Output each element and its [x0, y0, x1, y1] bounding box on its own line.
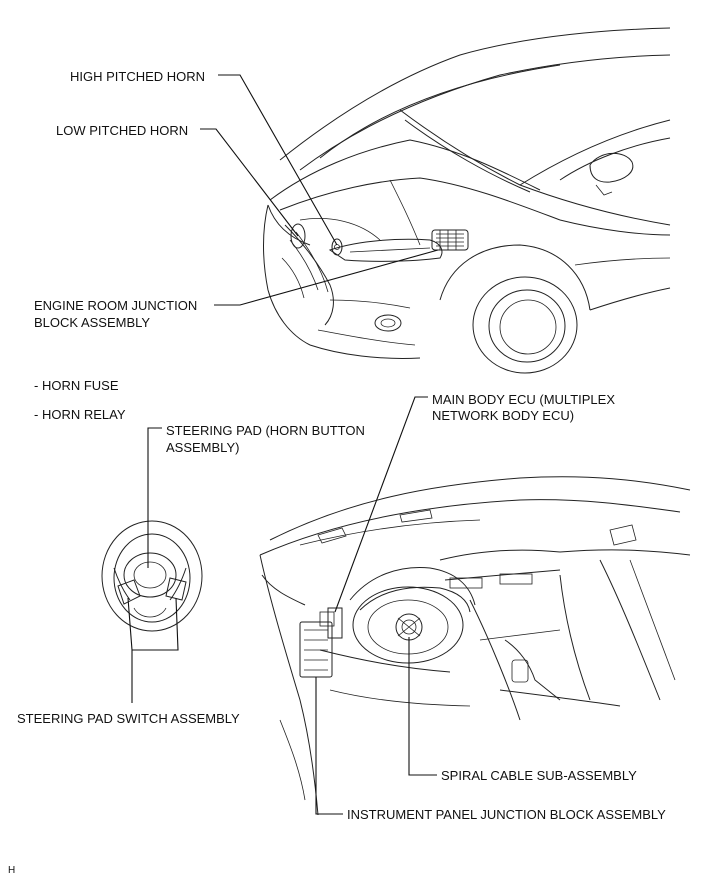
label-engine-room-junction-block-line1: ENGINE ROOM JUNCTION [34, 298, 198, 313]
label-main-body-ecu-line2: NETWORK BODY ECU) [432, 408, 575, 423]
label-corner-code: H [8, 865, 16, 876]
label-spiral-cable-sub-assembly: SPIRAL CABLE SUB-ASSEMBLY [441, 768, 637, 783]
label-low-pitched-horn: LOW PITCHED HORN [56, 123, 189, 138]
leader-lines [127, 74, 439, 815]
vehicle-interior-drawing [259, 476, 691, 816]
label-main-body-ecu-line1: MAIN BODY ECU (MULTIPLEX [432, 392, 615, 407]
steering-wheel-drawing [101, 520, 203, 632]
label-steering-pad-line1: STEERING PAD (HORN BUTTON [166, 423, 365, 438]
label-steering-pad-switch-assembly: STEERING PAD SWITCH ASSEMBLY [17, 711, 240, 726]
label-high-pitched-horn: HIGH PITCHED HORN [70, 69, 206, 84]
label-steering-pad-line2: ASSEMBLY) [166, 440, 240, 455]
label-instrument-panel-junction-block: INSTRUMENT PANEL JUNCTION BLOCK ASSEMBLY [347, 807, 666, 822]
vehicle-exterior-drawing [263, 27, 671, 374]
label-horn-relay: - HORN RELAY [34, 407, 126, 422]
label-engine-room-junction-block-line2: BLOCK ASSEMBLY [34, 315, 151, 330]
label-horn-fuse: - HORN FUSE [34, 378, 119, 393]
